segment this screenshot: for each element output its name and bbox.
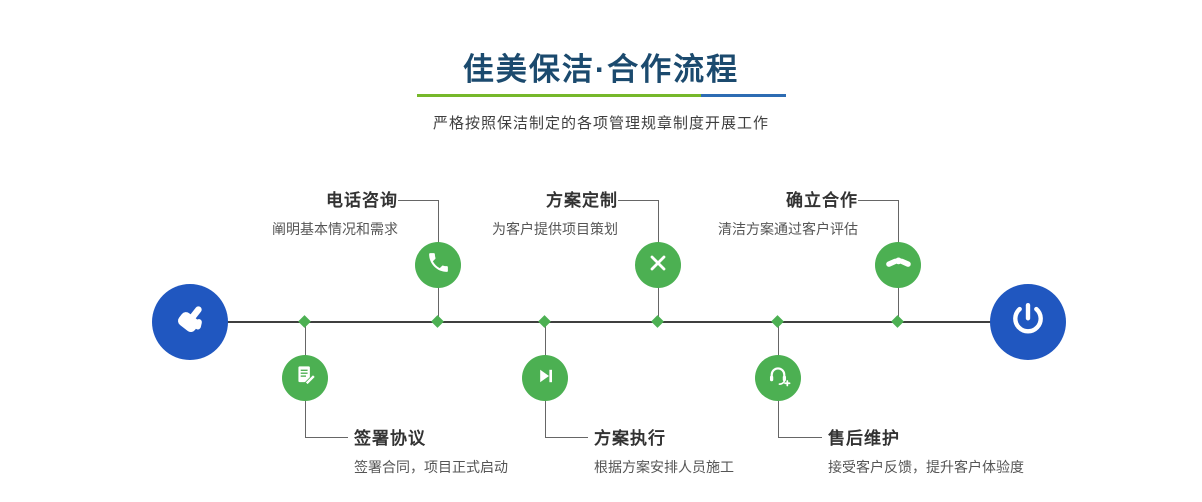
step-title: 确立合作 — [786, 191, 858, 210]
signed-document-icon — [293, 363, 318, 393]
timeline-line — [190, 321, 1030, 323]
step-title: 售后维护 — [828, 429, 900, 448]
step-label-plan-execution: 方案执行 根据方案安排人员施工 — [594, 424, 734, 477]
connector — [545, 437, 588, 438]
step-desc: 签署合同，项目正式启动 — [354, 459, 508, 475]
step-desc: 为客户提供项目策划 — [492, 221, 618, 237]
timeline-diamond — [538, 315, 551, 328]
timeline-diamond — [431, 315, 444, 328]
start-node — [152, 284, 228, 360]
step-label-phone-consult: 电话咨询 阐明基本情况和需求 — [272, 186, 398, 239]
step-title: 电话咨询 — [326, 191, 398, 210]
phone-call-icon — [426, 250, 451, 280]
headset-plus-icon — [765, 363, 791, 394]
step-node-establish-cooperation — [875, 242, 921, 288]
play-next-icon — [533, 364, 557, 393]
timeline-diamond — [298, 315, 311, 328]
step-desc: 清洁方案通过客户评估 — [718, 221, 858, 237]
step-node-plan-design — [635, 242, 681, 288]
connector — [618, 200, 658, 201]
connector — [305, 437, 348, 438]
underline-green-segment — [417, 94, 702, 97]
step-desc: 接受客户反馈，提升客户体验度 — [828, 459, 1024, 475]
step-node-sign-agreement — [282, 355, 328, 401]
timeline-diamond — [771, 315, 784, 328]
step-desc: 根据方案安排人员施工 — [594, 459, 734, 475]
step-title: 方案定制 — [546, 191, 618, 210]
connector — [858, 200, 898, 201]
step-title: 方案执行 — [594, 429, 666, 448]
step-node-phone-consult — [415, 242, 461, 288]
connector — [778, 437, 822, 438]
underline-blue-segment — [701, 94, 786, 97]
page-subtitle: 严格按照保洁制定的各项管理规章制度开展工作 — [432, 115, 769, 132]
crossed-pens-icon — [646, 251, 670, 280]
connector — [398, 200, 438, 201]
step-desc: 阐明基本情况和需求 — [272, 221, 398, 237]
power-icon — [1007, 299, 1049, 346]
timeline-diamond — [891, 315, 904, 328]
timeline-diamond — [651, 315, 664, 328]
step-title: 签署协议 — [354, 429, 426, 448]
step-label-establish-cooperation: 确立合作 清洁方案通过客户评估 — [718, 186, 858, 239]
page-title: 佳美保洁·合作流程 — [462, 52, 740, 87]
title-underline — [417, 94, 786, 97]
step-label-sign-agreement: 签署协议 签署合同，项目正式启动 — [354, 424, 508, 477]
step-node-plan-execution — [522, 355, 568, 401]
end-node — [990, 284, 1066, 360]
handshake-icon — [885, 249, 912, 281]
pointing-hand-icon — [169, 299, 211, 346]
step-label-after-sales: 售后维护 接受客户反馈，提升客户体验度 — [828, 424, 1024, 477]
step-node-after-sales — [755, 355, 801, 401]
step-label-plan-design: 方案定制 为客户提供项目策划 — [492, 186, 618, 239]
